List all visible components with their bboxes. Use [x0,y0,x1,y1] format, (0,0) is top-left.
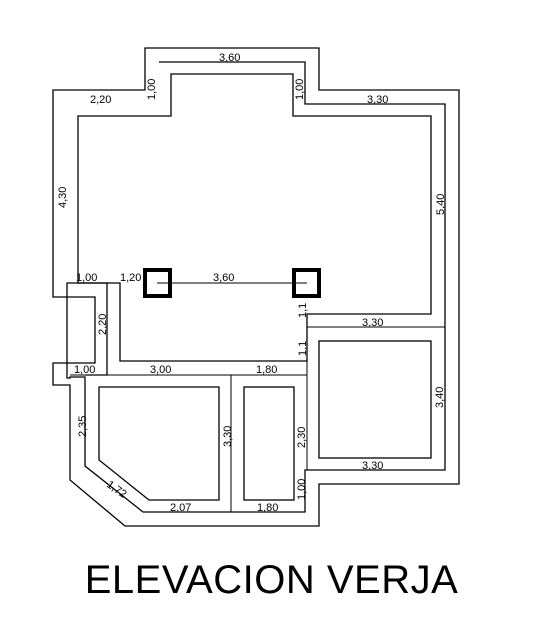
dimension-label: 3,00 [150,364,171,376]
dimension-label: 3,30 [367,94,388,106]
lower-middle-room-outline [243,386,295,501]
dimension-label: 3,60 [219,52,240,64]
drawing-title: ELEVACION VERJA [84,558,459,602]
dimension-label: 3,30 [222,426,234,447]
dimension-label: 4,30 [57,187,69,208]
dimension-label: 1,80 [256,364,277,376]
column-square [143,268,172,298]
column-square [292,268,321,298]
dimension-label: 1,00 [296,479,308,500]
dimension-label: 1,1 [297,303,309,318]
dimension-label: 1,80 [257,502,278,514]
floor-plan-drawing: 3,60 1,00 1,00 2,20 3,30 4,30 5,40 1,00 … [52,47,460,527]
dimension-label: 2,20 [97,314,109,335]
dimension-label: 1,00 [294,79,306,100]
dimension-label: 1,00 [76,272,97,284]
inner-wall-line [66,61,446,513]
dimension-label: 2,07 [170,502,191,514]
dimension-label: 1,00 [74,364,95,376]
dimension-label: 2,20 [90,94,111,106]
dimension-label: 1,00 [146,79,158,100]
dimension-label: 3,30 [362,460,383,472]
dimension-label: 2,35 [77,416,89,437]
dimension-label: 3,40 [434,387,446,408]
dimension-label: 1,20 [120,272,141,284]
dimension-label: 3,30 [362,317,383,329]
dimension-label: 3,60 [213,272,234,284]
right-room-outline [318,340,432,459]
dimension-label: 2,30 [296,427,308,448]
lower-left-room-outline [98,386,220,501]
dimension-label: 1,1 [297,341,309,356]
dimension-label: 5,40 [435,194,447,215]
outer-wall-line [52,47,460,527]
